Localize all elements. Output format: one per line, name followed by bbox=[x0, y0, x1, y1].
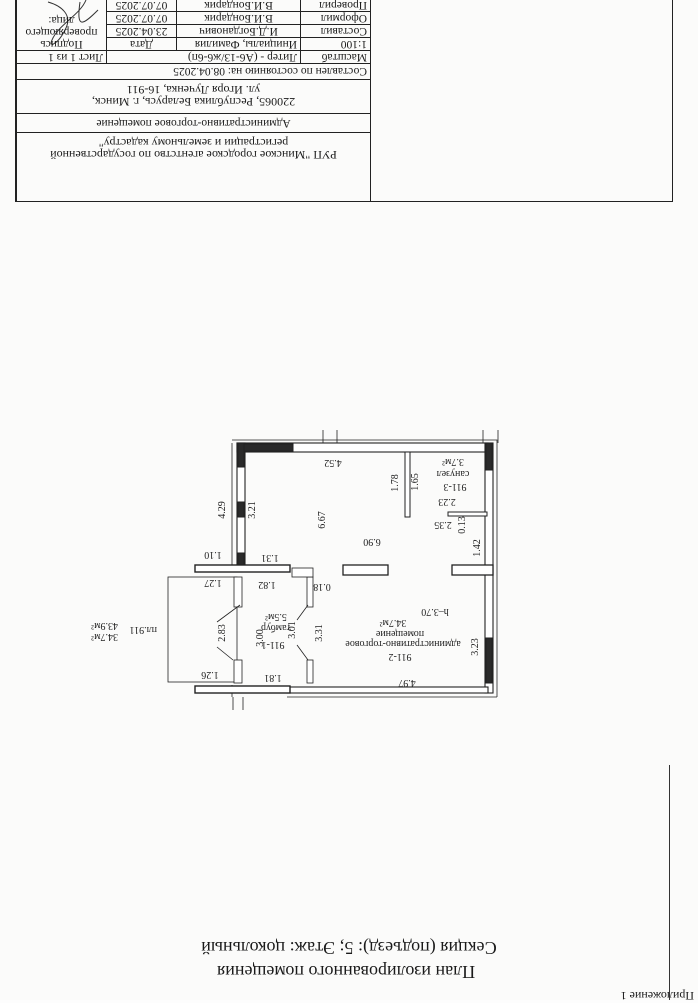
object-type: Административно-торговое помещение bbox=[16, 113, 371, 133]
svg-text:3.7м²: 3.7м² bbox=[442, 456, 464, 467]
liter: Литер - (А6-13/ж6-6п) bbox=[106, 50, 301, 64]
svg-text:санузел: санузел bbox=[437, 468, 470, 479]
svg-text:административно-торговое: административно-торговое bbox=[345, 638, 461, 649]
svg-text:3.23: 3.23 bbox=[470, 638, 481, 656]
room-911-3-number: 911-3 bbox=[444, 481, 467, 492]
room-911-2-number: 911-2 bbox=[389, 651, 412, 662]
svg-text:h–3.70: h–3.70 bbox=[421, 606, 449, 617]
col-date-header: Дата bbox=[106, 37, 177, 51]
svg-text:0.18: 0.18 bbox=[313, 581, 331, 592]
svg-text:4.97: 4.97 bbox=[398, 677, 416, 688]
svg-text:2.23: 2.23 bbox=[438, 496, 456, 507]
svg-text:6.67: 6.67 bbox=[317, 511, 328, 529]
scale-value: 1:100 bbox=[300, 37, 371, 51]
svg-text:0.13: 0.13 bbox=[457, 516, 468, 534]
svg-text:34.7м²: 34.7м² bbox=[380, 617, 407, 628]
wall-solid-segments bbox=[194, 442, 494, 694]
organization: РУП "Минское городское агентство по госу… bbox=[16, 132, 371, 202]
address: 220065, Республика Беларусь, г. Минск,ул… bbox=[16, 79, 371, 114]
svg-text:3.00: 3.00 bbox=[255, 629, 266, 647]
svg-text:43.9м²: 43.9м² bbox=[91, 620, 118, 631]
svg-text:2.35: 2.35 bbox=[434, 519, 452, 530]
svg-text:1.78: 1.78 bbox=[390, 474, 401, 492]
sheet-number: Лист 1 из 1 bbox=[16, 50, 107, 64]
svg-text:34.7м²: 34.7м² bbox=[91, 631, 118, 642]
col-name-header: Инициалы, Фамилия bbox=[176, 37, 301, 51]
signature-scribble bbox=[47, 0, 99, 45]
svg-text:1.82: 1.82 bbox=[258, 579, 276, 590]
svg-text:1.31: 1.31 bbox=[261, 552, 279, 563]
svg-text:1.42: 1.42 bbox=[472, 539, 483, 557]
plan-labels: 4.52 1.78 1.65 911-3 санузел 3.7м² 2.23 … bbox=[91, 456, 483, 688]
vestibule-jambs bbox=[216, 567, 314, 684]
svg-text:1.27: 1.27 bbox=[204, 577, 222, 588]
svg-text:6.90: 6.90 bbox=[363, 536, 381, 547]
svg-text:3.31: 3.31 bbox=[314, 624, 325, 642]
as-of-date: Составлен по состоянию на: 08.04.2025 bbox=[16, 63, 371, 80]
wall-bottom bbox=[286, 686, 489, 694]
column bbox=[342, 564, 389, 576]
svg-text:3.01: 3.01 bbox=[287, 621, 298, 639]
svg-text:4.52: 4.52 bbox=[324, 457, 342, 468]
signature-cell: Подпись проверяющего лица: bbox=[16, 0, 107, 51]
svg-text:4.29: 4.29 bbox=[217, 501, 228, 519]
room-911-1-number: 911-1 bbox=[262, 639, 285, 650]
svg-text:помещение: помещение bbox=[375, 628, 424, 639]
terrace-outline bbox=[167, 576, 238, 683]
svg-text:1.26: 1.26 bbox=[201, 669, 219, 680]
svg-text:2.83: 2.83 bbox=[217, 624, 228, 642]
column bbox=[451, 564, 494, 576]
svg-text:1.65: 1.65 bbox=[410, 473, 421, 491]
total-area-label: пл.911 bbox=[130, 624, 157, 635]
svg-text:1.81: 1.81 bbox=[264, 672, 282, 683]
svg-text:1.10: 1.10 bbox=[204, 549, 222, 560]
title-block: РУП "Минское городское агентство по госу… bbox=[16, 0, 371, 202]
svg-text:5.5м²: 5.5м² bbox=[265, 611, 287, 622]
scale-label: Масштаб bbox=[300, 50, 371, 64]
svg-text:тамбур: тамбур bbox=[261, 622, 291, 633]
svg-text:3.21: 3.21 bbox=[247, 501, 258, 519]
